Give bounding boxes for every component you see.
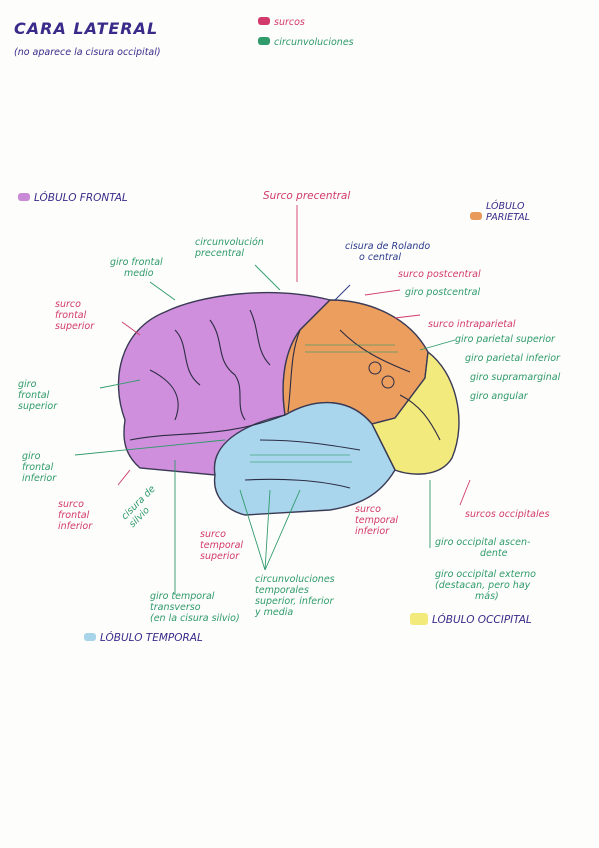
label-giro-postcentral: giro postcentral [405,287,481,298]
label-gfm-line2: medio [124,267,154,279]
lobe-occipital: LÓBULO OCCIPITAL [410,610,532,628]
label-sts-line1: surco [200,529,226,540]
label-sfi-line3: inferior [58,520,93,532]
legend-swatch-pink [258,17,270,26]
page-subtitle: (no aparece la cisura occipital) [14,47,161,58]
sulci-lines [129,309,441,489]
label-giro-supramarginal: giro supramarginal [470,372,561,383]
lobe-temporal-label: LÓBULO TEMPORAL [100,632,203,644]
label-ct-line2: temporales [255,584,309,596]
legend-label-circ: circunvoluciones [274,37,354,48]
label-sfi-line2: frontal [58,509,90,521]
label-cisura-rolando-line2: o central [359,251,402,263]
label-goa-line1: giro occipital ascen- [435,537,531,548]
label-circ-precentral-line1: circunvolución [195,237,264,248]
green-arrows [74,264,456,595]
label-sti-line3: inferior [355,525,390,537]
swatch-parietal [470,212,482,221]
legend-swatch-green [258,37,270,46]
label-circ-precentral-line2: precentral [195,247,244,259]
label-cisura-rolando-line1: cisura de Rolando [345,241,431,252]
label-circ-precentral: circunvolución precentral [195,237,264,260]
label-sti-line2: temporal [355,514,399,526]
navy-arrow [334,284,351,301]
label-sti-line1: surco [355,504,381,515]
label-sfs-line3: superior [55,320,95,332]
gyri-hatching [250,344,398,463]
label-gfs-line3: superior [18,400,58,412]
label-giro-frontal-inferior: giro frontal inferior [22,451,57,485]
label-cisura-rolando: cisura de Rolando o central [345,241,431,264]
legend-surcos: surcos [258,12,305,30]
label-ct-line1: circunvoluciones [255,574,335,585]
label-goe-line2: (destacan, pero hay [435,579,531,591]
label-sfs-line1: surco [55,299,81,310]
swatch-frontal [18,193,30,202]
label-gfs-line1: giro [18,379,37,390]
swatch-occipital [410,613,428,626]
label-giro-occipital-externo: giro occipital externo (destacan, pero h… [435,569,536,603]
label-surco-postcentral: surco postcentral [398,269,481,280]
label-giro-parietal-superior: giro parietal superior [455,334,555,345]
label-goa-line2: dente [480,547,508,559]
label-ct-line3: superior, inferior [255,595,334,607]
label-giro-frontal-medio: giro frontal medio [110,257,163,280]
label-surco-precentral: Surco precentral [263,190,351,202]
pointer-arrows [117,205,471,506]
lobe-frontal: LÓBULO FRONTAL [18,188,128,206]
label-giro-parietal-inferior: giro parietal inferior [465,353,560,364]
label-surco-frontal-superior: surco frontal superior [55,299,95,333]
label-gfi-line1: giro [22,451,41,462]
label-sts-line3: superior [200,550,240,562]
label-gfi-line2: frontal [22,461,54,473]
lobe-temporal: LÓBULO TEMPORAL [84,628,203,646]
label-surco-intraparietal: surco intraparietal [428,319,516,330]
label-surco-frontal-inferior: surco frontal inferior [58,499,93,533]
temporal-lobe [213,401,396,516]
legend-circunvoluciones: circunvoluciones [258,32,354,50]
label-circ-temporales: circunvoluciones temporales superior, in… [255,574,335,619]
label-gfm-line1: giro frontal [110,257,163,268]
legend-label-surcos: surcos [274,17,305,28]
label-ct-line4: y media [255,606,294,618]
page-title: CARA LATERAL [14,19,159,38]
label-surcos-occipitales: surcos occipitales [465,509,550,520]
angular-circle [381,375,395,389]
lobe-parietal-label: LÓBULO PARIETAL [486,201,530,223]
label-goe-line3: más) [475,590,499,602]
label-giro-temporal-transverso: giro temporal transverso (en la cisura s… [150,591,240,625]
label-gfi-line3: inferior [22,472,57,484]
lobe-occipital-label: LÓBULO OCCIPITAL [432,614,532,626]
label-surco-temporal-superior: surco temporal superior [200,529,244,563]
label-gtt-line3: (en la cisura silvio) [150,612,240,624]
lobe-frontal-label: LÓBULO FRONTAL [34,192,128,204]
label-sts-line2: temporal [200,539,244,551]
label-gtt-line1: giro temporal [150,591,215,602]
label-gtt-line2: transverso [150,601,201,613]
label-giro-angular: giro angular [470,391,528,402]
lobe-parietal: LÓBULO PARIETAL [470,201,556,225]
label-sfi-line1: surco [58,499,84,510]
supramarginal-circle [368,361,382,375]
label-gfs-line2: frontal [18,389,50,401]
label-goe-line1: giro occipital externo [435,569,536,580]
label-surco-temporal-inferior: surco temporal inferior [355,504,399,538]
label-giro-frontal-superior: giro frontal superior [18,379,58,413]
label-sfs-line2: frontal [55,309,87,321]
label-giro-occipital-ascendente: giro occipital ascen- dente [435,537,531,560]
swatch-temporal [84,633,96,642]
